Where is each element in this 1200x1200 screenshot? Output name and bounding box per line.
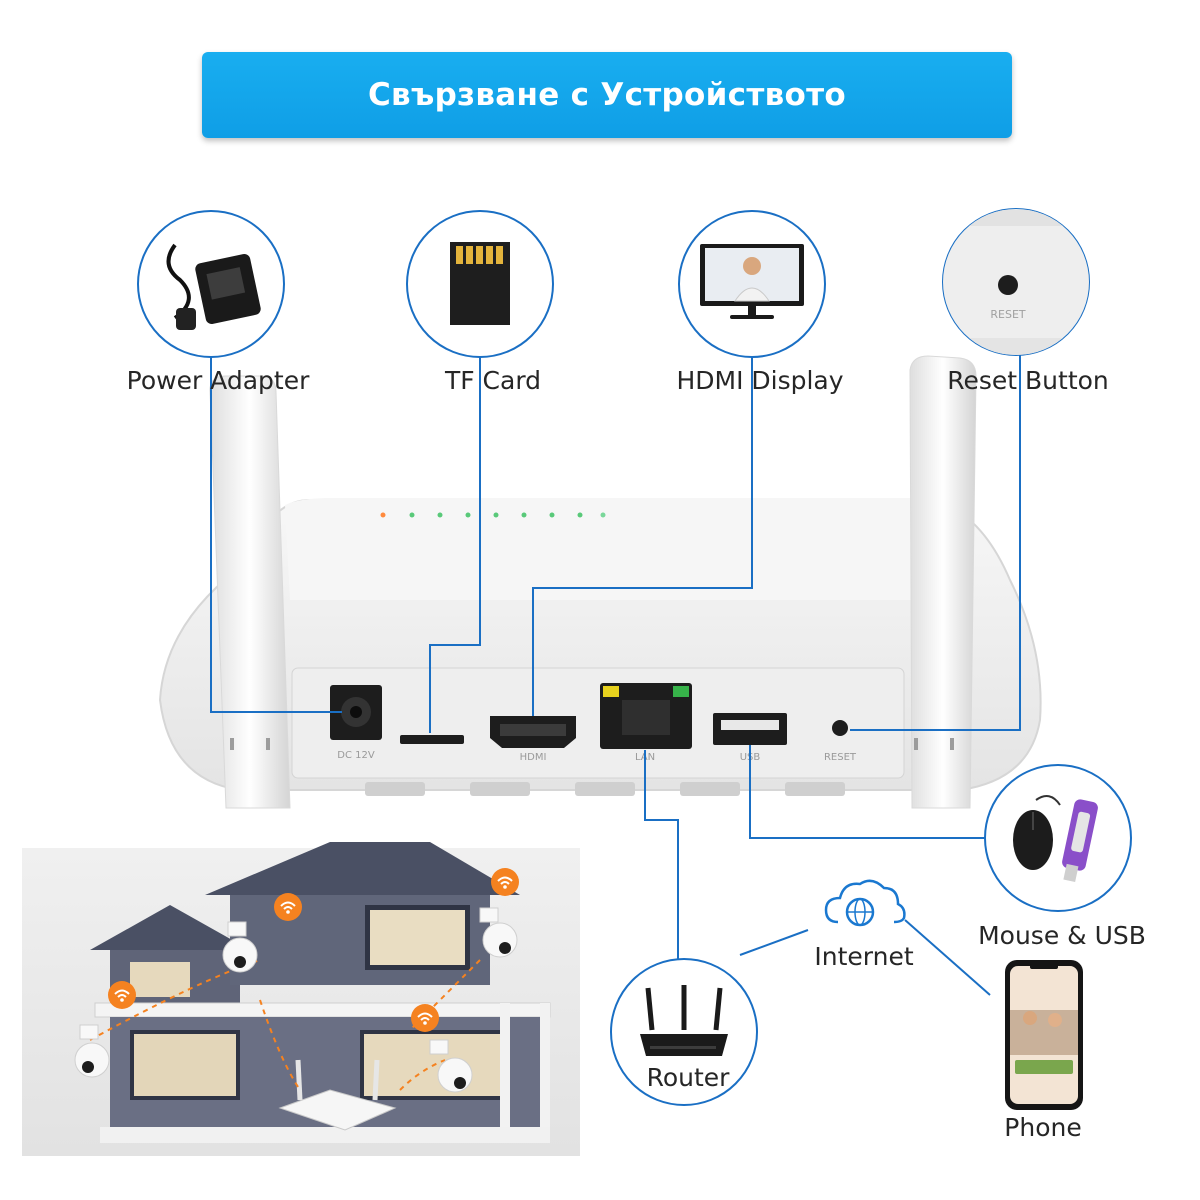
house-scene (22, 842, 580, 1156)
tf-card-callout (406, 210, 554, 358)
monitor-icon (700, 244, 804, 319)
phone-label: Phone (1004, 1113, 1082, 1142)
power-adapter-callout (137, 210, 285, 358)
mouse-usb-label: Mouse & USB (978, 921, 1146, 950)
router-internet-line (739, 929, 809, 956)
router-callout (610, 958, 758, 1106)
mouse-icon (1013, 810, 1053, 870)
tf-card-label: TF Card (444, 366, 542, 395)
title-banner: Свързване с Устройството (202, 52, 1012, 138)
reset-port (832, 720, 848, 736)
usb-drive-icon (1062, 799, 1098, 883)
right-antenna (909, 355, 977, 809)
banner-title: Свързване с Устройството (368, 77, 846, 113)
internet-phone-line (904, 919, 991, 996)
router-icon (640, 985, 728, 1056)
tf-slot (400, 735, 464, 744)
hdmi-display-callout (678, 210, 826, 358)
reset-button-callout: RESET (942, 208, 1090, 356)
lan-line (644, 750, 679, 959)
connection-lines (210, 355, 1021, 996)
left-antenna (209, 375, 291, 809)
dc-port-label: DC 12V (337, 750, 375, 761)
hdmi-line (532, 357, 753, 716)
router-label: Router (646, 1063, 730, 1092)
reset-hole-icon (998, 275, 1018, 295)
power-line (210, 357, 342, 713)
reset-button-label: Reset Button (947, 366, 1109, 395)
cloud-globe-icon (824, 879, 906, 927)
mouse-usb-callout (984, 764, 1132, 912)
internet-label: Internet (814, 942, 914, 971)
usb-line (749, 745, 985, 839)
power-adapter-label: Power Adapter (126, 366, 310, 395)
wifi-icon (108, 868, 519, 1032)
power-adapter-icon (166, 243, 261, 330)
phone-icon (1005, 960, 1083, 1110)
reset-line (850, 355, 1021, 731)
reset-port-label: RESET (824, 752, 857, 763)
reset-closeup-label: RESET (990, 308, 1026, 321)
hdmi-display-label: HDMI Display (676, 366, 844, 395)
nvr-device: DC 12V HDMI LAN USB RESET (158, 498, 1042, 796)
tf-line (429, 357, 481, 733)
hdmi-port-label: HDMI (520, 752, 547, 763)
sd-card-icon (450, 242, 510, 325)
